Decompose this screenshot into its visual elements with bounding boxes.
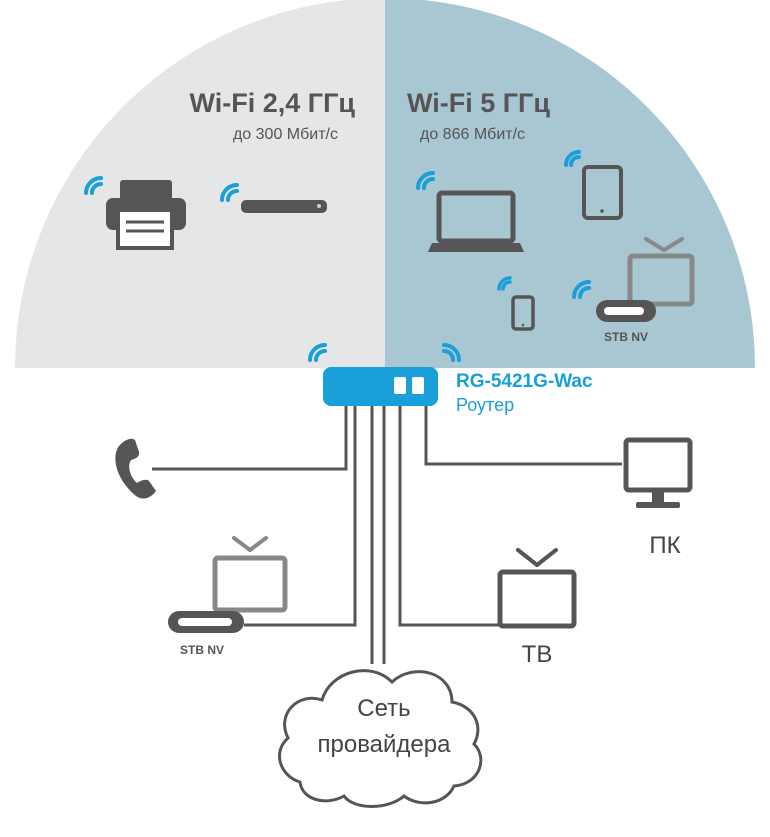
- tv-label: ТВ: [522, 641, 553, 668]
- router-model: RG-5421G-Wac: [456, 371, 593, 392]
- tablet-icon: [582, 165, 623, 220]
- wifi-icon: [497, 276, 512, 291]
- wifi-icon: [308, 343, 327, 362]
- media-box-icon: [241, 200, 327, 213]
- cloud-label-line2: провайдера: [318, 731, 452, 758]
- wifi-icon: [564, 150, 581, 167]
- phone-handset-icon: [115, 438, 156, 499]
- tv-icon: [212, 536, 288, 613]
- band-5ghz-area: [385, 0, 755, 368]
- stb-icon: [596, 300, 656, 322]
- pc-monitor-icon: [623, 437, 693, 508]
- wireless-stb-label: STB NV: [604, 330, 648, 344]
- router-role: Роутер: [456, 395, 514, 415]
- laptop-icon: [428, 190, 524, 252]
- pc-label: ПК: [649, 532, 680, 559]
- cloud-icon: [278, 669, 483, 808]
- cloud-label-line1: Сеть: [357, 695, 410, 722]
- wifi-icon: [442, 343, 461, 362]
- router-icon: [323, 367, 438, 406]
- wired-stb-label: STB NV: [180, 643, 224, 657]
- band-2-4ghz-title: Wi-Fi 2,4 ГГц: [190, 88, 356, 118]
- band-5ghz-speed: до 866 Мбит/с: [420, 126, 525, 143]
- band-5ghz-title: Wi-Fi 5 ГГц: [407, 88, 550, 118]
- wifi-icon: [416, 171, 435, 190]
- wired-connections: [152, 404, 622, 664]
- printer-icon: [106, 180, 186, 250]
- wifi-icon: [572, 280, 591, 299]
- wifi-icon: [220, 183, 239, 202]
- tv-icon: [627, 237, 695, 307]
- wifi-icon: [84, 176, 103, 195]
- band-2-4ghz-area: [15, 0, 385, 368]
- smartphone-icon: [511, 295, 535, 331]
- tv-icon: [497, 548, 577, 629]
- stb-icon: [168, 611, 244, 633]
- band-2-4ghz-speed: до 300 Мбит/с: [233, 126, 338, 143]
